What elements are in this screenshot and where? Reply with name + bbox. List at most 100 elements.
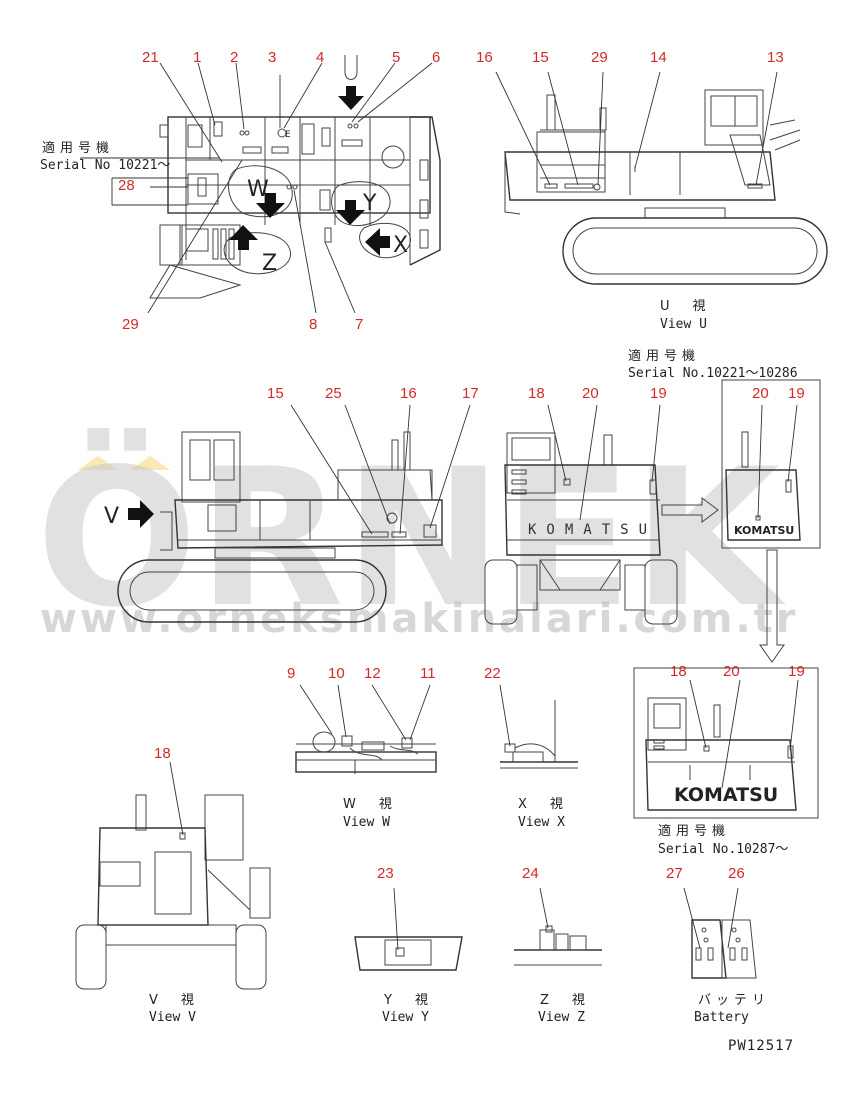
watermark: ÖRNEK www.orneksmakinalari.com.tr [36, 427, 798, 649]
view-letter-v: V [104, 504, 119, 529]
serial-note-1: 適用号機 Serial No 10221～ [40, 140, 170, 173]
view-caption-jp: W 視 [343, 797, 397, 812]
arrow-down-outline-icon [759, 549, 785, 663]
part-number: 4 [316, 49, 324, 66]
serial-range: Serial No.10287～ [658, 842, 788, 857]
view-u-caption: U 視 View U [660, 299, 707, 332]
part-number: 27 [666, 865, 683, 882]
brand-logo: KOMATSU [674, 784, 778, 806]
part-number: 9 [287, 665, 295, 682]
part-number: 20 [582, 385, 599, 402]
variant-box-a: KOMATSU 20 19 [721, 379, 821, 549]
arrow-down-icon [336, 200, 365, 225]
watermark-accent [78, 456, 118, 470]
plate-symbol: E [285, 130, 291, 140]
part-number: 29 [591, 49, 608, 66]
part-number: 21 [142, 49, 159, 66]
part-number: 23 [377, 865, 394, 882]
top-view-letters: W Y X Z [229, 55, 408, 276]
view-letter-y: Y [362, 191, 377, 216]
side-view-leaders [290, 404, 471, 535]
view-caption-en: View U [660, 317, 707, 332]
view-caption-jp: V 視 [149, 993, 199, 1008]
serial-note-3: 適用号機 Serial No.10287～ [658, 823, 788, 857]
part-number: 16 [400, 385, 417, 402]
view-caption-jp: Z 視 [540, 993, 590, 1008]
part-number: 20 [752, 385, 769, 402]
view-caption-jp: X 視 [518, 797, 568, 812]
part-number: 11 [420, 665, 436, 682]
serial-range: Serial No.10221～10286 [628, 366, 798, 381]
part-number: 24 [522, 865, 539, 882]
arrow-up-icon [229, 225, 258, 250]
part-number: 6 [432, 49, 440, 66]
watermark-accent [130, 456, 170, 470]
view-caption-en: View X [518, 815, 565, 830]
part-number: 18 [670, 663, 687, 680]
view-caption-en: View W [343, 815, 390, 830]
view-v-machine: 18 V 視 View V [75, 745, 271, 1025]
part-number: 29 [122, 316, 139, 333]
part-number: 15 [267, 385, 284, 402]
part-number: 5 [392, 49, 400, 66]
part-number: 26 [728, 865, 745, 882]
applicable-label: 適用号機 [42, 140, 114, 156]
view-letter-w: W [247, 177, 269, 202]
serial-range: Serial No 10221～ [40, 158, 170, 173]
view-letter-z: Z [262, 251, 277, 276]
arrow-right-icon [128, 500, 154, 528]
part-number: 19 [788, 385, 805, 402]
arrow-down-icon [338, 86, 364, 110]
part-number: 14 [650, 49, 667, 66]
arrow-right-outline-icon [661, 497, 719, 523]
side-view-machine: V [104, 431, 443, 623]
brand-logo-small: KOMATSU [734, 524, 794, 537]
part-number: 8 [309, 316, 317, 333]
part-number: 19 [788, 663, 805, 680]
view-caption-en: View Z [538, 1010, 585, 1025]
part-number: 22 [484, 665, 501, 682]
serial-note-2: 適用号機 Serial No.10221～10286 [628, 348, 798, 381]
arrow-down-icon [256, 193, 285, 218]
top-view-leaders [80, 62, 433, 314]
part-number: 18 [528, 385, 545, 402]
part-number: 25 [325, 385, 342, 402]
view-u-machine [504, 89, 828, 285]
arrow-left-icon [365, 228, 390, 256]
brand-lettering: KOMATSU [528, 522, 657, 538]
view-letter-x: X [393, 233, 408, 258]
view-x: 22 X 視 View X [484, 665, 578, 830]
part-number: 19 [650, 385, 667, 402]
battery-caption-en: Battery [694, 1010, 749, 1025]
battery-caption-jp: バッテリ [698, 993, 770, 1008]
rear-view-leaders [547, 404, 661, 521]
top-view-numbers: 21 1 2 3 4 5 6 28 29 8 7 [118, 49, 440, 333]
part-number: 1 [193, 49, 201, 66]
side-view-numbers: 15 25 16 17 [267, 385, 479, 402]
part-number: 15 [532, 49, 549, 66]
watermark-logo: ÖRNEK [36, 427, 786, 649]
part-number: 2 [230, 49, 238, 66]
part-number: 3 [268, 49, 276, 66]
view-u-leaders [495, 71, 778, 186]
applicable-label: 適用号機 [628, 348, 700, 364]
applicable-label: 適用号機 [658, 823, 730, 839]
view-u-numbers: 16 15 29 14 13 [476, 49, 784, 66]
part-number: 17 [462, 385, 479, 402]
battery-view: 27 26 バッテリ Battery [666, 865, 770, 1025]
rear-view-numbers: 18 20 19 [528, 385, 667, 402]
part-number: 10 [328, 665, 345, 682]
part-number: 13 [767, 49, 784, 66]
view-w: 9 10 12 11 W 視 View W [287, 665, 437, 830]
part-number: 16 [476, 49, 493, 66]
part-number: 18 [154, 745, 171, 762]
part-number: 28 [118, 177, 135, 194]
watermark-url: www.orneksmakinalari.com.tr [40, 596, 798, 642]
view-z: 24 Z 視 View Z [514, 865, 602, 1025]
part-number: 12 [364, 665, 381, 682]
drawing-code: PW12517 [728, 1038, 794, 1054]
rear-view-machine: KOMATSU [484, 432, 678, 625]
view-y: 23 Y 視 View Y [354, 865, 463, 1025]
view-caption-en: View V [149, 1010, 196, 1025]
